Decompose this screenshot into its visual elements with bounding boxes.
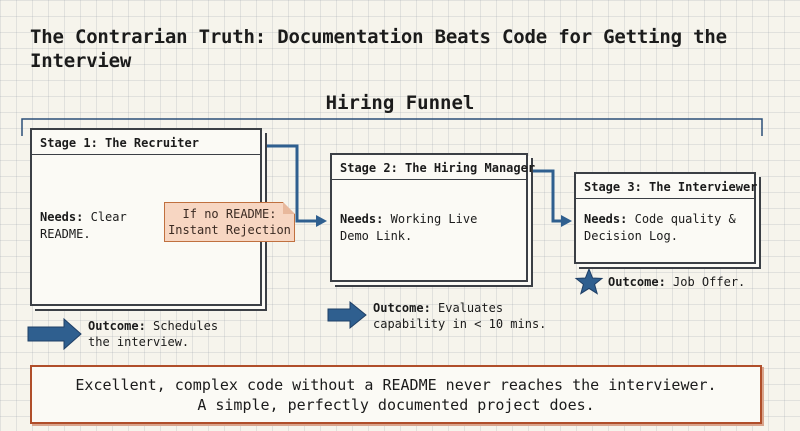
stage-card-interviewer: Stage 3: The Interviewer Needs: Code qua… [574,172,757,264]
callout-line2: A simple, perfectly documented project d… [197,396,595,414]
star-icon [574,267,604,295]
outcome-label: Outcome: [608,275,666,289]
stage-header: Stage 1: The Recruiter [32,130,260,155]
callout-line1: Excellent, complex code without a README… [75,376,717,394]
rejection-note: If no README: Instant Rejection [164,202,295,242]
needs-label: Needs: [584,212,628,226]
stage-card-hiring-manager: Stage 2: The Hiring Manager Needs: Worki… [330,153,535,282]
stage-header: Stage 3: The Interviewer [576,174,757,199]
stage-header: Stage 2: The Hiring Manager [332,155,535,180]
stage-needs: Needs: Clear README. [32,209,158,243]
outcome-text: Evaluates capability in < 10 mins. [373,301,547,331]
outcome-label: Outcome: [373,301,431,315]
needs-text: Working Live Demo Link. [340,212,478,243]
right-arrow-icon [27,317,82,351]
connector-2-3 [528,169,561,223]
funnel-bracket [21,118,763,136]
needs-text: Code quality & Decision Log. [584,212,736,243]
funnel-title: Hiring Funnel [325,92,475,114]
outcome-hiring-manager: Outcome: Evaluates capability in < 10 mi… [373,300,553,332]
outcome-text: Schedules the interview. [88,319,219,349]
rejection-note-line2: Instant Rejection [168,223,291,237]
right-arrow-icon [327,300,367,330]
connector-1-2 [262,144,316,223]
connector-2-3-arrowhead [561,215,572,227]
rejection-note-line1: If no README: [182,207,277,221]
outcome-label: Outcome: [88,319,146,333]
page-title: The Contrarian Truth: Documentation Beat… [30,26,727,72]
outcome-interviewer: Outcome: Job Offer. [608,274,768,290]
needs-label: Needs: [340,212,384,226]
summary-callout: Excellent, complex code without a README… [30,365,762,424]
needs-text: Clear README. [40,210,127,241]
needs-label: Needs: [40,210,84,224]
outcome-recruiter: Outcome: Schedules the interview. [88,318,238,350]
stage-needs: Needs: Working Live Demo Link. [332,211,513,245]
connector-1-2-arrowhead [316,215,327,227]
outcome-text: Job Offer. [673,275,746,289]
stage-needs: Needs: Code quality & Decision Log. [576,211,757,245]
